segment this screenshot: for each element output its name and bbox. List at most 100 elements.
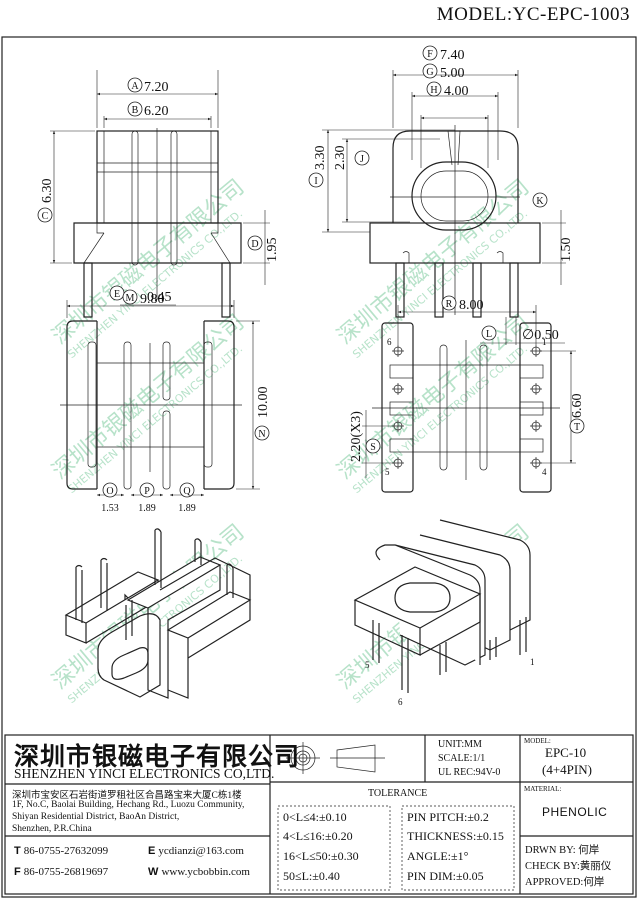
material-label: MATERIAL:	[524, 785, 562, 793]
svg-text:4.00: 4.00	[444, 84, 469, 99]
svg-text:2.30: 2.30	[333, 146, 348, 171]
approved-by: APPROVED:何岸	[525, 877, 605, 888]
svg-text:M: M	[126, 293, 135, 304]
svg-text:O: O	[106, 486, 113, 497]
tolerance-length-2: 4<L≤16:±0.20	[283, 829, 353, 843]
phone: T 86-0755-27632099	[14, 845, 108, 857]
svg-text:C: C	[42, 211, 49, 222]
pin-label-5: 5	[385, 467, 390, 477]
svg-text:S: S	[370, 442, 376, 453]
email-label: E	[148, 845, 156, 857]
bottom-view	[60, 300, 260, 497]
svg-text:6.20: 6.20	[144, 104, 169, 119]
svg-text:6.30: 6.30	[40, 179, 55, 204]
fax: F 86-0755-26819697	[14, 866, 108, 878]
tolerance-length-4: 50≤L:±0.40	[283, 869, 340, 883]
dim-P: P 1.89	[138, 482, 156, 514]
dim-O: O 1.53	[101, 482, 119, 514]
svg-text:∅0.50: ∅0.50	[522, 328, 559, 343]
dim-L: L ∅0.50	[481, 325, 559, 343]
fax-label: F	[14, 866, 21, 878]
svg-text:J: J	[360, 154, 364, 165]
tolerance-pin-dim: PIN DIM:±0.05	[407, 869, 484, 883]
side-view	[322, 70, 566, 345]
svg-text:P: P	[144, 486, 150, 497]
isometric-view-right	[353, 519, 531, 693]
svg-text:9.80: 9.80	[140, 292, 165, 307]
pin-label-4: 4	[542, 467, 547, 477]
dim-B: B 6.20	[127, 101, 169, 119]
pin-label-6: 6	[387, 337, 392, 347]
address-en-1: 1F, No.C, Baolai Building, Hechang Rd., …	[12, 800, 245, 810]
material-value: PHENOLIC	[542, 805, 608, 819]
svg-text:K: K	[536, 196, 544, 207]
svg-text:1.53: 1.53	[101, 503, 119, 514]
phone-label: T	[14, 845, 21, 857]
website: W www.ycbobbin.com	[148, 866, 250, 878]
svg-text:N: N	[258, 429, 265, 440]
tolerance-thickness: THICKNESS:±0.15	[407, 829, 504, 843]
website-value[interactable]: www.ycbobbin.com	[161, 866, 250, 878]
svg-text:D: D	[251, 239, 258, 250]
drawing-frame	[1, 36, 637, 898]
svg-text:G: G	[426, 67, 433, 78]
model-label: MODEL:	[524, 737, 551, 745]
dim-C: C 6.30	[37, 179, 55, 223]
svg-text:T: T	[574, 422, 580, 433]
dim-K: K1.50	[532, 192, 574, 262]
dim-T: T 6.60	[569, 394, 585, 434]
phone-value: 86-0755-27632099	[23, 845, 109, 857]
svg-text:Q: Q	[183, 486, 191, 497]
front-view	[50, 70, 270, 318]
model-pins: (4+4PIN)	[542, 762, 592, 777]
svg-text:A: A	[131, 81, 139, 92]
svg-text:F: F	[427, 49, 433, 60]
svg-text:3.30: 3.30	[313, 146, 328, 171]
fax-value: 86-0755-26819697	[23, 866, 109, 878]
iso-pin-label-1: 1	[530, 657, 535, 667]
website-label: W	[148, 866, 159, 878]
svg-text:I: I	[314, 176, 317, 187]
model-value: EPC-10	[545, 745, 587, 760]
svg-text:L: L	[486, 329, 492, 340]
svg-text:7.20: 7.20	[144, 80, 169, 95]
tolerance-length-3: 16<L≤50:±0.30	[283, 849, 359, 863]
address-en-2: Shiyan Residential District, BaoAn Distr…	[12, 812, 180, 822]
svg-text:5.00: 5.00	[440, 66, 465, 81]
svg-text:0.45: 0.45	[147, 290, 172, 305]
top-view	[362, 305, 576, 493]
drawn-by: DRWN BY: 何岸	[525, 845, 600, 856]
svg-text:6.60: 6.60	[570, 394, 585, 419]
email-value[interactable]: ycdianzi@163.com	[158, 845, 244, 857]
email: E ycdianzi@163.com	[148, 845, 244, 857]
ul-rec: UL REC:94V-0	[438, 767, 501, 778]
dim-S: S 2.20(X3)	[349, 411, 381, 462]
svg-text:1.89: 1.89	[178, 503, 196, 514]
dim-M: M 9.80	[122, 289, 165, 307]
dim-I: I 3.30	[308, 146, 328, 188]
svg-text:B: B	[132, 105, 139, 116]
iso-pin-label-6: 6	[398, 697, 403, 707]
svg-text:2.20(X3): 2.20(X3)	[349, 411, 364, 462]
dim-A: A 7.20	[127, 77, 169, 95]
iso-pin-label-5: 5	[365, 660, 370, 670]
title-block-grid	[4, 734, 634, 895]
model-title: MODEL:YC-EPC-1003	[436, 4, 630, 25]
checked-by: CHECK BY:黄丽仪	[525, 861, 612, 872]
svg-text:10.00: 10.00	[256, 387, 271, 419]
svg-text:8.00: 8.00	[459, 298, 484, 313]
company-name-en: SHENZHEN YINCI ELECTRONICS CO,LTD.	[14, 766, 275, 781]
tolerance-title: TOLERANCE	[368, 788, 428, 799]
svg-text:1.89: 1.89	[138, 503, 156, 514]
address-en-3: Shenzhen, P.R.China	[12, 824, 92, 834]
svg-text:SHENZHEN YINCI ELECTRONICS CO.: SHENZHEN YINCI ELECTRONICS CO.,LTD.	[65, 342, 245, 496]
scale: SCALE:1/1	[438, 753, 486, 764]
svg-text:E: E	[114, 289, 120, 300]
dim-J: J 2.30	[333, 146, 370, 171]
tolerance-angle: ANGLE:±1°	[407, 849, 469, 863]
tolerance-pin-pitch: PIN PITCH:±0.2	[407, 810, 489, 824]
dim-E: E 0.45	[109, 285, 172, 305]
